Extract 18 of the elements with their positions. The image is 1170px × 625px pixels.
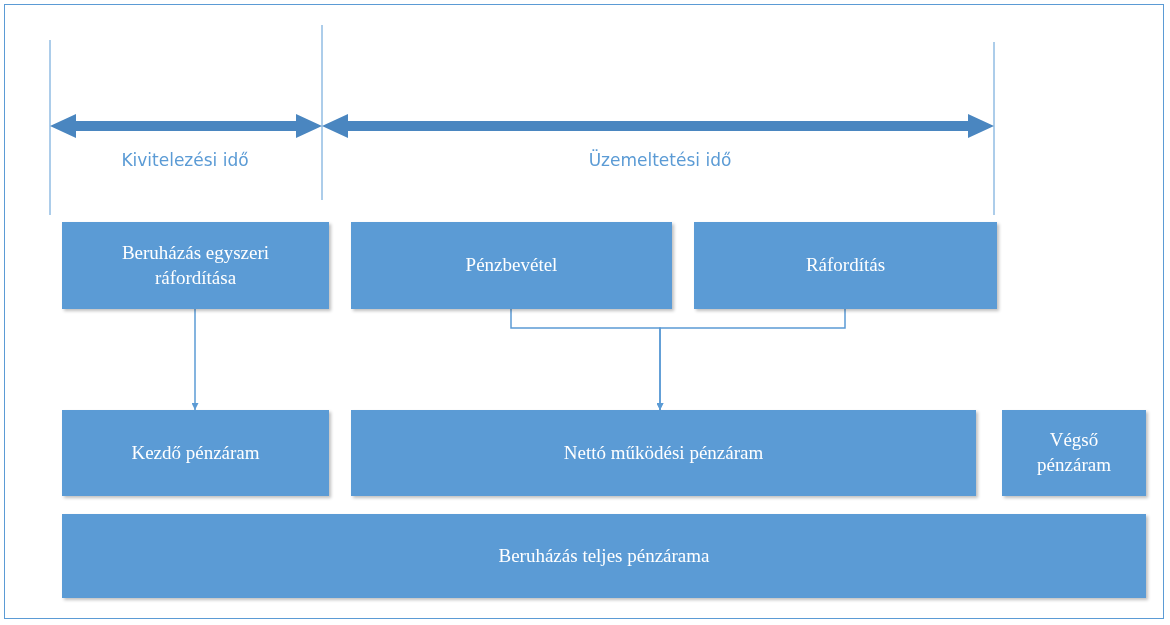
box-text: Kezdő pénzáram <box>131 440 260 465</box>
box-text: Ráfordítás <box>805 253 886 278</box>
arrow <box>191 308 199 411</box>
process-box <box>62 222 329 309</box>
box-text: Beruházás egyszeri ráfordítása <box>120 240 271 290</box>
box-text: Pénzbevétel <box>465 253 558 278</box>
process-box <box>62 514 1146 598</box>
box-text: Végső pénzáram <box>1036 428 1112 477</box>
process-box <box>694 222 997 309</box>
process-box <box>1002 410 1146 496</box>
arrow <box>656 308 846 411</box>
process-box <box>351 222 672 309</box>
box-text: Beruházás teljes pénzárama <box>498 543 710 568</box>
phase-label: Üzemeltetési idő <box>588 150 732 170</box>
box-text: Nettó működési pénzáram <box>563 440 764 465</box>
process-box <box>62 410 329 496</box>
process-box <box>351 410 976 496</box>
phase-label: Kivitelezési idő <box>121 150 249 170</box>
